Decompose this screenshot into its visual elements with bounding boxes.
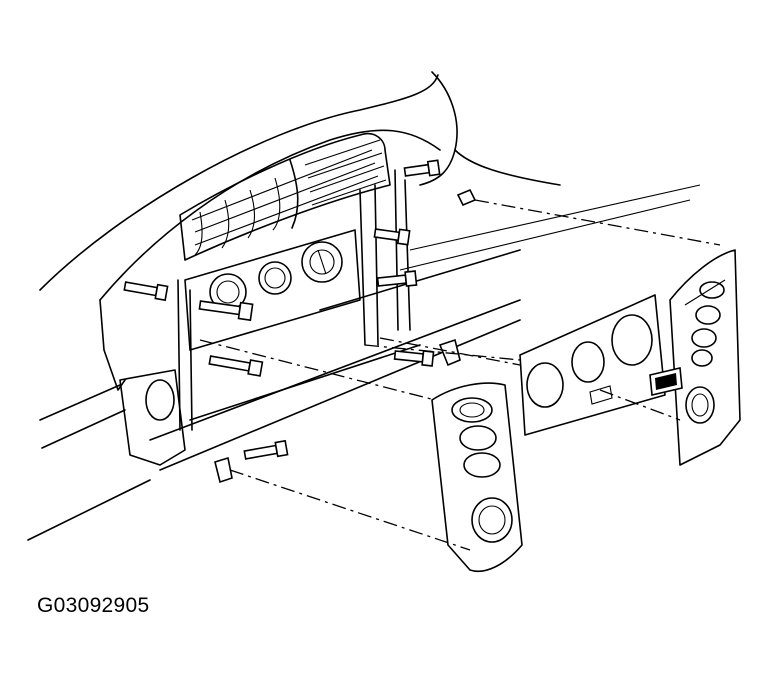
dashboard-body <box>27 71 701 541</box>
air-vent <box>179 132 391 261</box>
control-panel-bezel <box>519 294 666 436</box>
left-trim-panel <box>431 382 523 572</box>
figure-id-label: G03092905 <box>37 594 150 617</box>
mounting-bracket <box>177 169 411 431</box>
climate-control-panel <box>184 229 361 351</box>
right-trim-panel <box>649 249 741 466</box>
retaining-clips <box>214 188 477 484</box>
alignment-lines <box>199 199 721 551</box>
left-trim-installed <box>119 369 186 466</box>
screws <box>123 159 441 460</box>
